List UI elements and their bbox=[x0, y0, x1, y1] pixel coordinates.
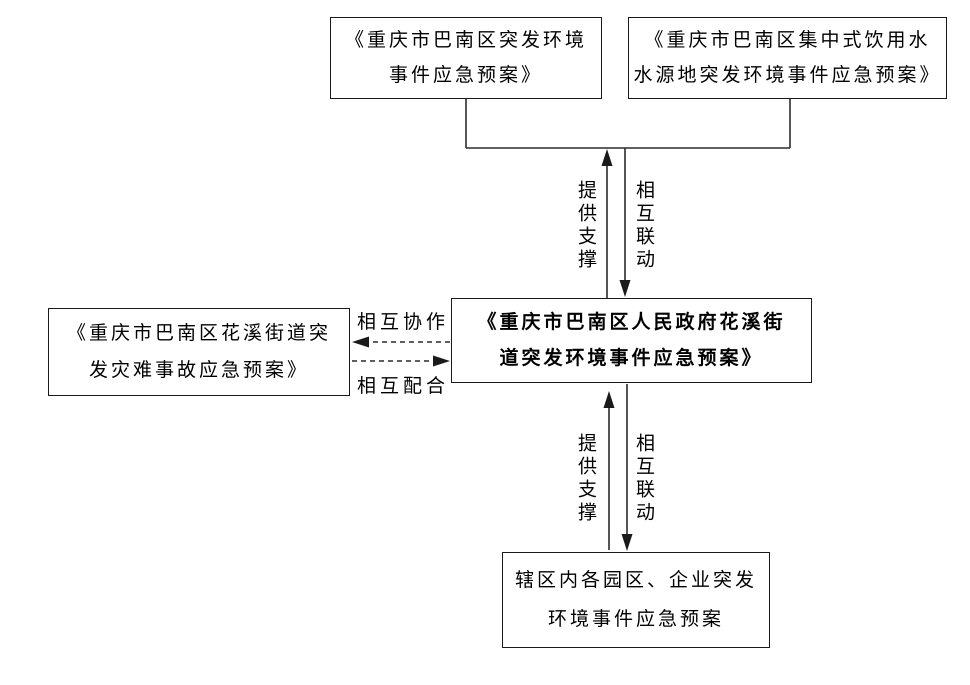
label-mutual-linkage-bottom: 相互联动 bbox=[633, 433, 655, 525]
box-enterprise-line1: 辖区内各园区、企业突发 bbox=[514, 569, 757, 592]
box-district-line2: 事件应急预案》 bbox=[388, 63, 543, 86]
arrow-up-top-head bbox=[601, 149, 613, 166]
label-mutual-cooperation: 相互协作 bbox=[357, 311, 450, 333]
box-district-line1: 《重庆市巴南区突发环境 bbox=[344, 29, 587, 52]
box-park-enterprise-plan: 辖区内各园区、企业突发 环境事件应急预案 bbox=[502, 552, 770, 648]
box-enterprise-line2: 环境事件应急预案 bbox=[547, 608, 724, 631]
box-huaxi-street-env-emergency-plan: 《重庆市巴南区人民政府花溪街 道突发环境事件应急预案》 bbox=[451, 298, 812, 383]
box-disaster-line1: 《重庆市巴南区花溪街道突 bbox=[66, 322, 331, 345]
arrow-up-bottom-head bbox=[603, 391, 615, 408]
label-mutual-coordination: 相互配合 bbox=[357, 375, 450, 397]
dashed-arrow-right-head bbox=[433, 355, 450, 367]
box-water-line1: 《重庆市巴南区集中式饮用水 bbox=[644, 29, 931, 52]
arrow-down-bottom-head bbox=[621, 534, 633, 551]
box-district-env-emergency-plan: 《重庆市巴南区突发环境 事件应急预案》 bbox=[330, 17, 602, 99]
box-disaster-line2: 发灾难事故应急预案》 bbox=[88, 358, 309, 381]
box-street-line1: 《重庆市巴南区人民政府花溪街 bbox=[477, 311, 786, 334]
label-mutual-linkage-top: 相互联动 bbox=[633, 180, 655, 272]
box-drinking-water-source-plan: 《重庆市巴南区集中式饮用水 水源地突发环境事件应急预案》 bbox=[628, 17, 947, 99]
label-provide-support-bottom: 提供支撑 bbox=[575, 433, 597, 525]
box-huaxi-street-disaster-plan: 《重庆市巴南区花溪街道突 发灾难事故应急预案》 bbox=[48, 308, 350, 396]
label-provide-support-top: 提供支撑 bbox=[575, 180, 597, 272]
box-street-line2: 道突发环境事件应急预案》 bbox=[499, 346, 764, 369]
arrow-down-top-head bbox=[619, 280, 631, 297]
box-water-line2: 水源地突发环境事件应急预案》 bbox=[633, 63, 942, 86]
dashed-arrow-left-head bbox=[352, 336, 369, 348]
